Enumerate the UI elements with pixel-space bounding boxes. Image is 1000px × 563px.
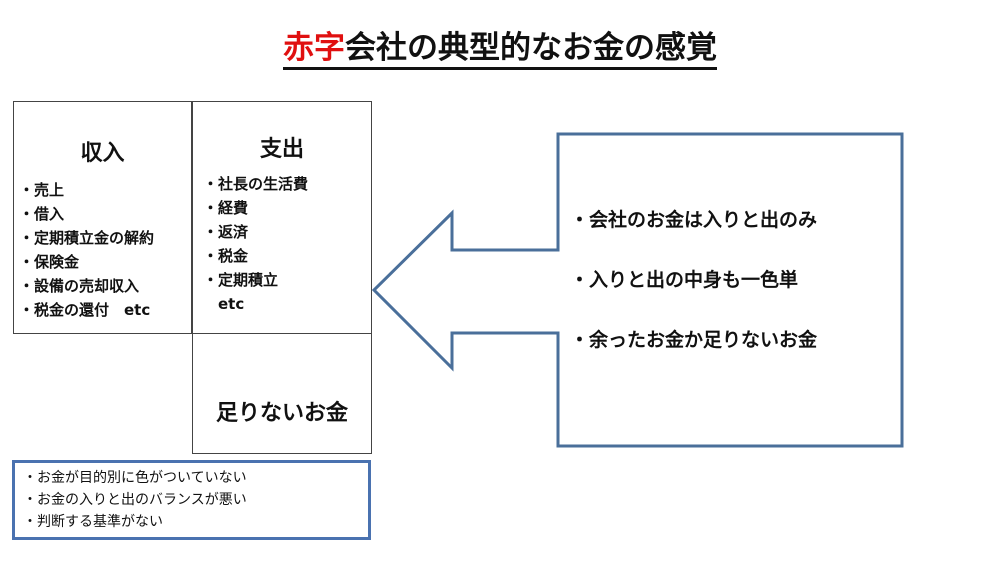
list-item: ・社長の生活費: [203, 175, 309, 193]
title-red: 赤字: [283, 30, 345, 66]
notes-box: ・お金が目的別に色がついていない ・お金の入りと出のバランスが悪い ・判断する基…: [12, 460, 371, 540]
expense-heading: 支出: [259, 137, 304, 162]
point-item: ・入りと出の中身も一色単: [570, 269, 799, 291]
list-item: ・定期積立: [203, 271, 279, 289]
list-item: ・設備の売却収入: [19, 277, 140, 295]
left-arrow-icon: [371, 132, 904, 448]
point-item: ・会社のお金は入りと出のみ: [570, 209, 818, 231]
point-item: ・余ったお金か足りないお金: [570, 329, 818, 351]
title-rest: 会社の典型的なお金の感覚: [345, 30, 717, 66]
points-list: ・会社のお金は入りと出のみ ・入りと出の中身も一色単 ・余ったお金か足りないお金: [570, 204, 817, 356]
income-box: 収入 ・売上 ・借入 ・定期積立金の解約 ・保険金 ・設備の売却収入 ・税金の還…: [13, 101, 192, 334]
list-item: etc: [203, 295, 245, 313]
expense-list: ・社長の生活費 ・経費 ・返済 ・税金 ・定期積立 etc: [203, 172, 371, 316]
list-item: ・保険金: [19, 253, 80, 271]
expense-box: 支出 ・社長の生活費 ・経費 ・返済 ・税金 ・定期積立 etc: [192, 101, 372, 334]
list-item: ・借入: [19, 205, 65, 223]
shortfall-label: 足りないお金: [215, 401, 348, 426]
note-item: ・判断する基準がない: [23, 514, 163, 530]
list-item: ・売上: [19, 181, 65, 199]
note-item: ・お金が目的別に色がついていない: [23, 470, 247, 486]
page-title: 赤字会社の典型的なお金の感覚: [0, 26, 1000, 70]
list-item: ・税金: [203, 247, 249, 265]
income-list: ・売上 ・借入 ・定期積立金の解約 ・保険金 ・設備の売却収入 ・税金の還付 e…: [19, 178, 191, 322]
list-item: ・経費: [203, 199, 249, 217]
shortfall-box: 足りないお金: [192, 333, 372, 454]
note-item: ・お金の入りと出のバランスが悪い: [23, 492, 247, 508]
income-heading: 収入: [80, 141, 125, 166]
list-item: ・定期積立金の解約: [19, 229, 155, 247]
list-item: ・返済: [203, 223, 249, 241]
list-item: ・税金の還付 etc: [19, 301, 151, 319]
